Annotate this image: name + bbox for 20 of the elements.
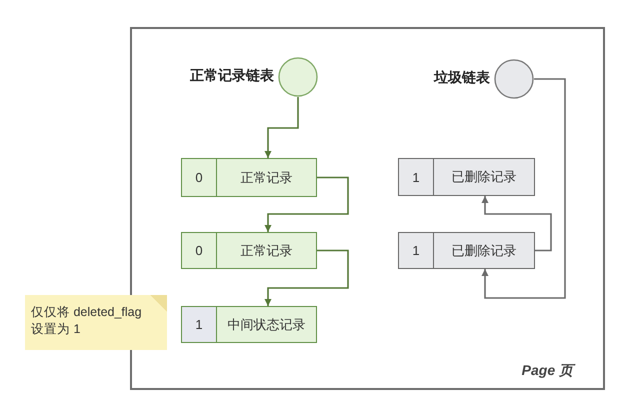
record-label: 中间状态记录 xyxy=(226,316,306,334)
record-box xyxy=(398,158,535,196)
list-title: 垃圾链表 xyxy=(432,69,490,87)
arrow xyxy=(264,97,299,158)
record-box xyxy=(181,158,317,197)
record-label: 已删除记录 xyxy=(450,168,518,186)
page-label: Page 页 xyxy=(522,362,573,380)
sticky-note: 仅仅将 deleted_flag 设置为 1 xyxy=(25,295,167,350)
record-box xyxy=(181,306,317,343)
arrow xyxy=(264,250,349,306)
flag-value: 1 xyxy=(182,307,217,342)
record-label: 已删除记录 xyxy=(450,242,518,260)
record-label: 正常记录 xyxy=(240,168,294,186)
list-title: 正常记录链表 xyxy=(189,67,274,85)
arrow xyxy=(264,176,349,232)
arrow xyxy=(482,196,552,252)
record-label: 正常记录 xyxy=(240,242,294,260)
record-box xyxy=(181,232,317,269)
record-box xyxy=(398,232,535,269)
arrow xyxy=(482,78,566,299)
